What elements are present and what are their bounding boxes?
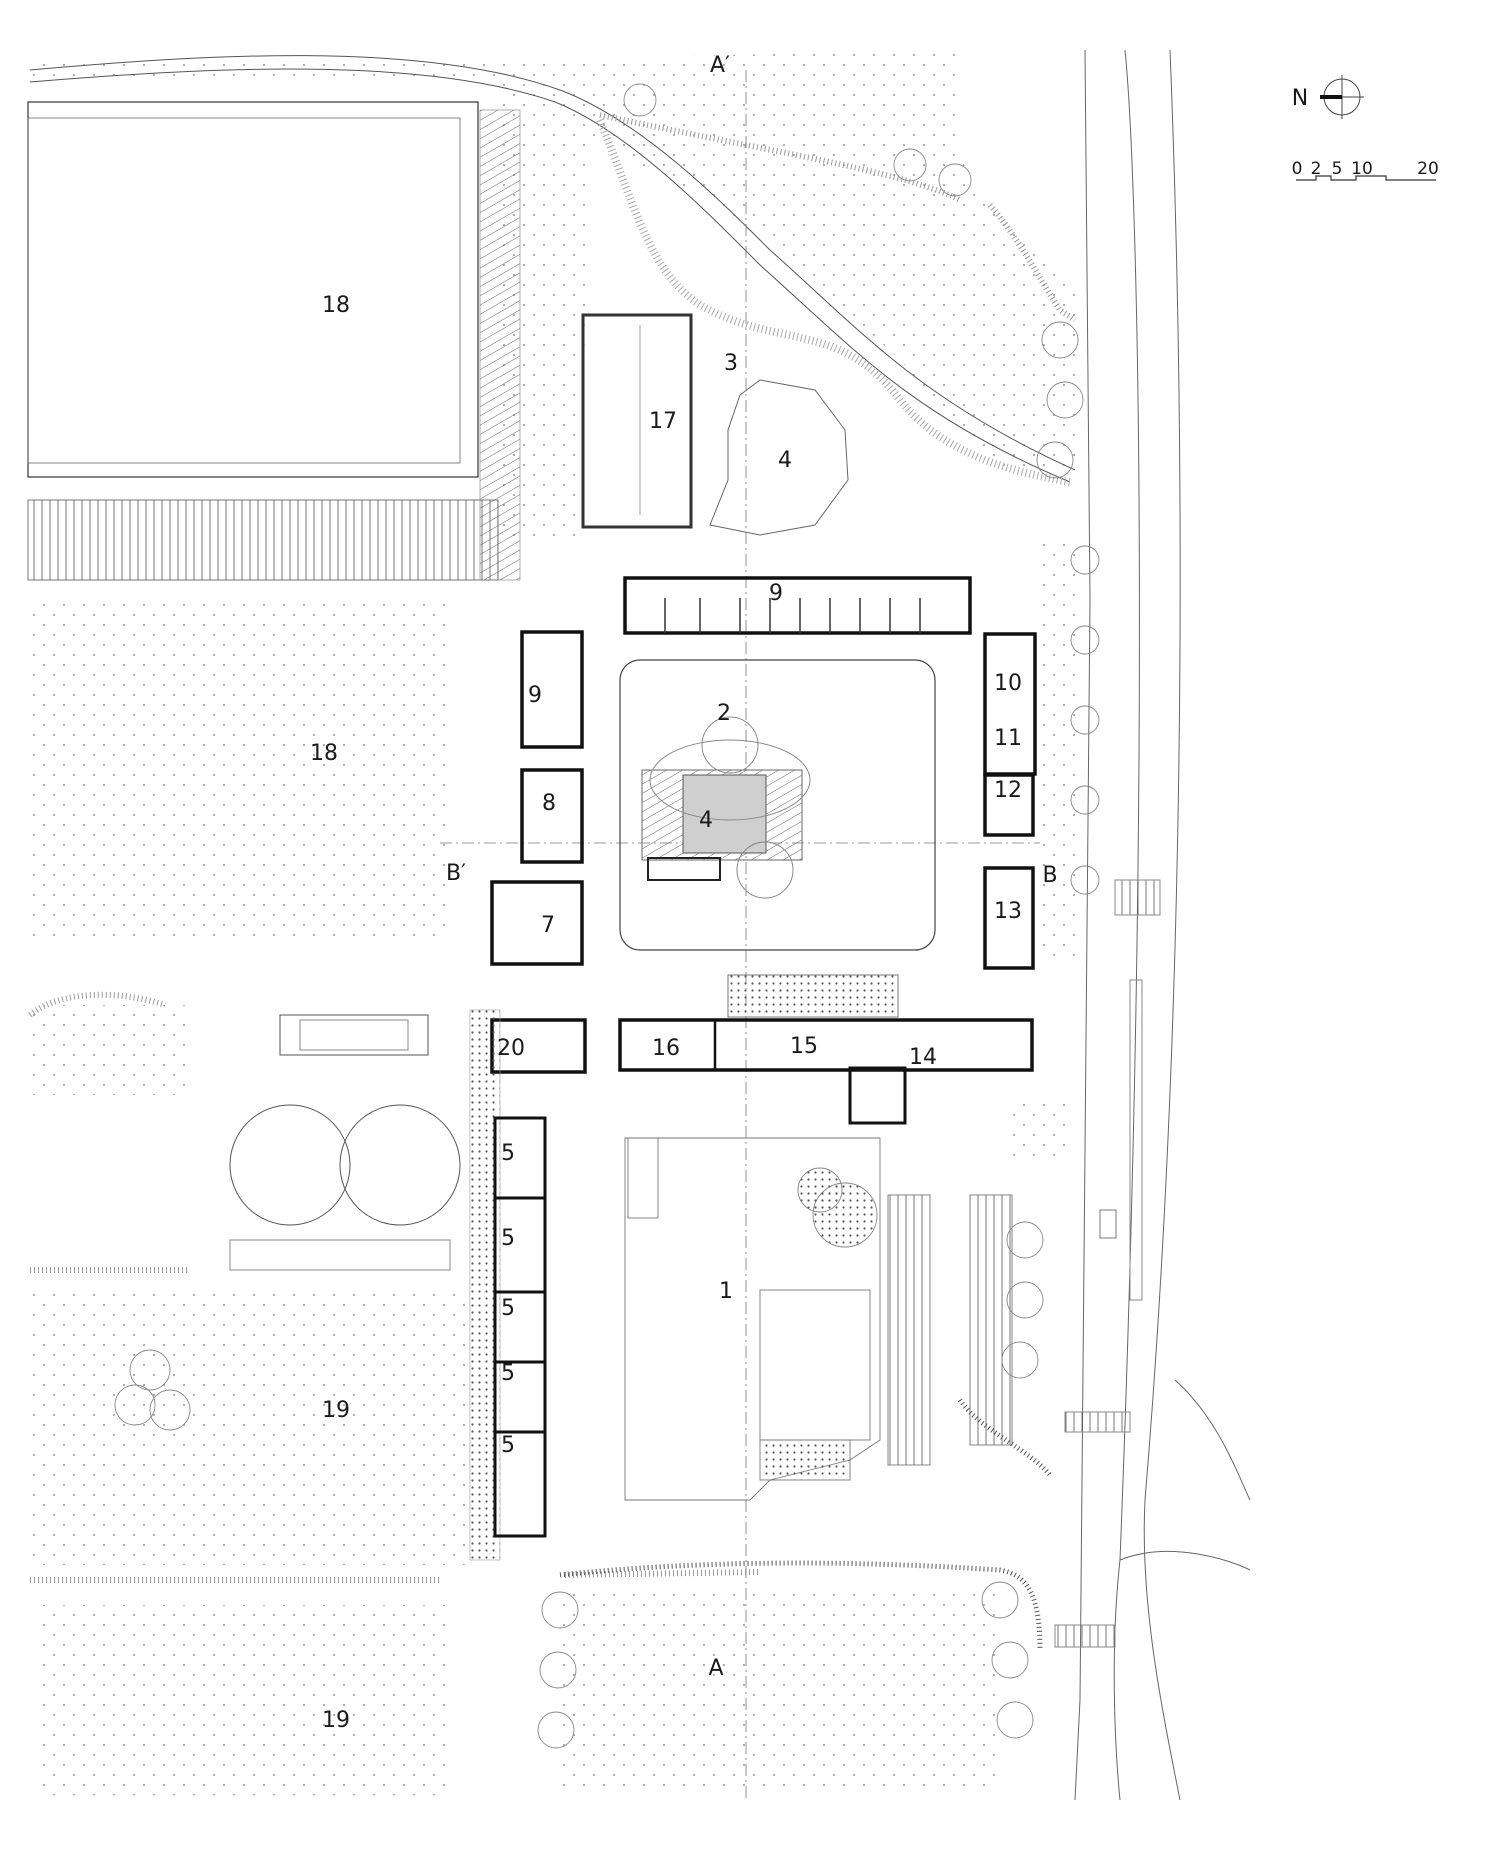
north-label: N (1292, 86, 1308, 111)
label-room-5b: 5 (501, 1226, 515, 1251)
parking (559, 1137, 1052, 1651)
label-room-17: 17 (649, 409, 677, 434)
road (1054, 49, 1251, 1801)
curved-path (29, 55, 1077, 486)
label-room-2: 2 (717, 701, 731, 726)
label-room-5d: 5 (501, 1361, 515, 1386)
section-a: A (708, 1656, 723, 1681)
garden-4-octagon (709, 379, 849, 536)
building-9-top (623, 576, 972, 635)
label-room-10: 10 (994, 671, 1022, 696)
scale-tick-0: 0 (1292, 159, 1303, 179)
label-room-5c: 5 (501, 1296, 515, 1321)
section-markers: A′ A B′ B (446, 53, 1058, 1681)
west-wing (490, 630, 584, 966)
fields (28, 50, 1080, 1795)
label-room-9-left: 9 (528, 683, 542, 708)
label-room-1: 1 (719, 1279, 733, 1304)
building-17 (581, 313, 693, 529)
label-room-13: 13 (994, 899, 1022, 924)
label-room-14: 14 (909, 1045, 937, 1070)
courtyard-2 (619, 659, 936, 951)
label-room-9-top: 9 (769, 581, 783, 606)
building-18-top (27, 101, 521, 581)
label-room-5a: 5 (501, 1141, 515, 1166)
label-room-15: 15 (790, 1034, 818, 1059)
label-room-8: 8 (542, 791, 556, 816)
section-b-prime: B′ (446, 861, 466, 886)
label-room-16: 16 (652, 1036, 680, 1061)
scale-tick-10: 10 (1351, 159, 1373, 179)
label-room-19-mid: 19 (322, 1398, 350, 1423)
building-5-units (493, 1116, 547, 1538)
north-arrow: N (1292, 75, 1364, 119)
trees (114, 83, 1100, 1749)
label-room-3: 3 (724, 351, 738, 376)
label-room-5e: 5 (501, 1433, 515, 1458)
section-axes (440, 70, 1040, 1800)
section-b: B (1042, 863, 1057, 888)
label-room-18-top: 18 (322, 293, 350, 318)
scale-tick-5: 5 (1332, 159, 1343, 179)
label-room-18-mid: 18 (310, 741, 338, 766)
east-wing (983, 632, 1037, 970)
label-room-4-court: 4 (699, 808, 713, 833)
scale-tick-20: 20 (1417, 159, 1439, 179)
south-wing (469, 974, 1034, 1561)
scale-bar: 0 2 5 10 20 (1292, 159, 1439, 181)
room-labels: 1 2 3 4 4 5 5 5 5 5 7 8 9 9 10 11 12 13 … (310, 293, 1022, 1733)
label-room-19-bottom: 19 (322, 1708, 350, 1733)
section-a-prime: A′ (710, 53, 730, 78)
label-room-20: 20 (497, 1036, 525, 1061)
service-area (28, 991, 761, 1583)
scale-tick-2: 2 (1311, 159, 1322, 179)
label-room-11: 11 (994, 726, 1022, 751)
label-room-7: 7 (541, 913, 555, 938)
label-room-12: 12 (994, 778, 1022, 803)
label-room-4-octagon: 4 (778, 448, 792, 473)
